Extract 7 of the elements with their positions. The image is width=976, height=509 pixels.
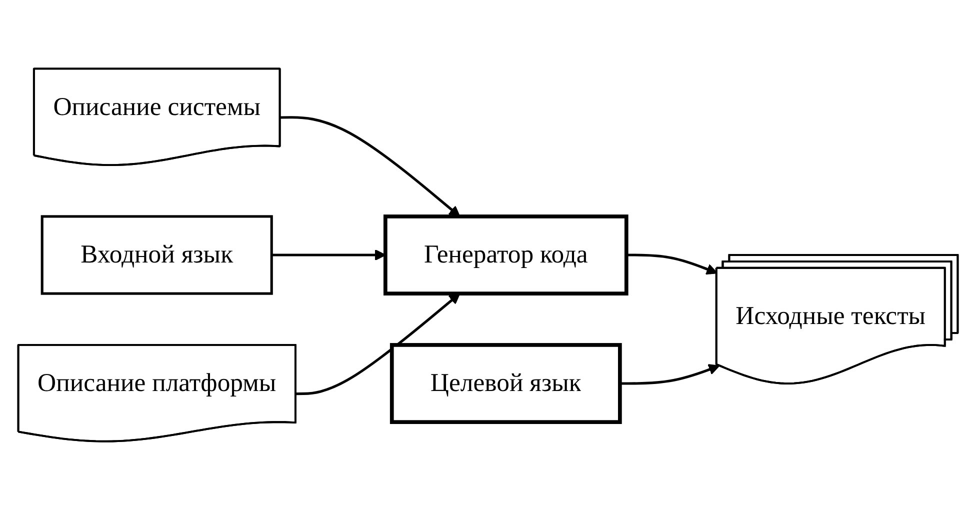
arrow <box>296 292 460 395</box>
node-box: Генератор кода <box>383 214 628 295</box>
node-box: Входной язык <box>40 214 273 294</box>
arrow <box>626 253 718 274</box>
arrow <box>620 364 720 384</box>
arrow <box>280 116 460 216</box>
node-box: Целевой язык <box>390 342 622 424</box>
